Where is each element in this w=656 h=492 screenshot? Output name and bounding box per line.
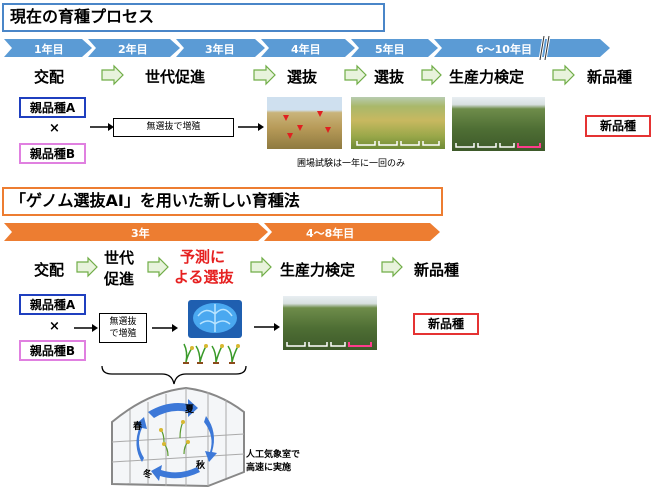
arrow-to-ai — [152, 324, 178, 332]
cross-symbol: × — [49, 121, 60, 136]
year-label-3: 3年目 — [205, 43, 235, 56]
timeline-arrow-3-years — [4, 223, 268, 241]
arrow-to-increase — [90, 123, 114, 131]
arrow-to-field — [238, 123, 264, 131]
cross-symbol-genome: × — [49, 319, 60, 334]
step-new-variety-genome: 新品種 — [414, 261, 460, 279]
new-variety-box-genome: 新品種 — [413, 313, 479, 335]
timeline-arrow-2 — [88, 39, 180, 57]
step-arrow — [421, 64, 442, 86]
step-yield-test: 生産力検定 — [449, 68, 525, 86]
parent-variety-a: 親品種A — [19, 97, 86, 118]
step-generation-advance: 世代促進 — [145, 68, 206, 86]
climate-chamber-note-2: 高速に実施 — [246, 463, 292, 473]
season-winter: 冬 — [143, 470, 153, 480]
plot-brackets — [455, 143, 541, 148]
no-selection-increase-box: 無選抜で増殖 — [113, 118, 234, 137]
no-selection-line-1: 無選抜 — [109, 317, 137, 327]
timeline-arrow-4 — [261, 39, 355, 57]
year-label-4-8-years: 4〜8年目 — [306, 227, 355, 240]
year-label-3-years: 3年 — [131, 227, 150, 240]
step-yield-test-genome: 生産力検定 — [280, 261, 356, 279]
no-selection-line-2: で増殖 — [109, 329, 137, 339]
parent-variety-a-genome: 親品種A — [19, 294, 86, 315]
step-generation-genome-2: 促進 — [104, 270, 135, 288]
step-cross-genome: 交配 — [34, 261, 65, 279]
year-label-4: 4年目 — [291, 43, 321, 56]
step-arrow — [101, 64, 124, 86]
plot-brackets — [356, 141, 440, 146]
timeline-arrow-5 — [351, 39, 438, 57]
timeline-arrow-4-8-years — [264, 223, 440, 241]
step-arrows-current — [101, 64, 575, 86]
climate-chamber-note-1: 人工気象室で — [246, 450, 301, 460]
step-selection-1: 選抜 — [287, 68, 318, 86]
selection-markers — [283, 111, 331, 139]
year-label-6: 6〜10年目 — [476, 43, 532, 56]
step-arrow — [76, 256, 98, 278]
field-trial-note: 圃場試験は一年に一回のみ — [297, 159, 406, 169]
greenhouse-illustration — [111, 386, 245, 488]
step-arrow — [253, 64, 276, 86]
step-new-variety: 新品種 — [587, 68, 633, 86]
step-prediction-selection-2: よる選抜 — [174, 268, 234, 286]
timeline-arrow-6 — [434, 39, 610, 57]
year-timeline-current — [4, 36, 610, 60]
step-arrow — [147, 256, 169, 278]
step-arrows-genome — [76, 256, 403, 278]
plot-brackets — [286, 342, 372, 347]
arrow-to-yield-test-genome — [254, 323, 280, 331]
generation-brace — [101, 365, 247, 385]
parent-variety-b-genome: 親品種B — [19, 340, 86, 361]
step-arrow — [552, 64, 575, 86]
year-label-2: 2年目 — [118, 43, 148, 56]
ai-brain-icon — [183, 300, 242, 364]
current-process-title: 現在の育種プロセス — [2, 3, 385, 32]
season-spring: 春 — [133, 422, 143, 432]
parent-variety-b: 親品種B — [19, 143, 86, 164]
season-summer: 夏 — [185, 405, 195, 415]
step-prediction-selection-1: 予測に — [180, 248, 226, 266]
season-autumn: 秋 — [196, 461, 206, 471]
year-timeline-genome — [4, 223, 440, 241]
year-label-5: 5年目 — [375, 43, 405, 56]
timeline-arrow-1 — [4, 39, 92, 57]
no-selection-increase-box-genome: 無選抜 で増殖 — [99, 313, 147, 343]
field-photo-yield-test — [452, 97, 545, 151]
step-generation-genome-1: 世代 — [104, 249, 135, 267]
field-photo-selection-2 — [351, 97, 445, 149]
step-arrow — [250, 256, 272, 278]
step-arrow — [344, 64, 367, 86]
field-photo-yield-test-genome — [283, 296, 377, 350]
field-photo-selection-1 — [267, 97, 342, 149]
step-arrow — [381, 256, 403, 278]
step-cross: 交配 — [34, 68, 65, 86]
step-selection-2: 選抜 — [374, 68, 405, 86]
new-variety-box-current: 新品種 — [585, 115, 651, 137]
genome-ai-title: 「ゲノム選抜AI」を用いた新しい育種法 — [2, 187, 443, 216]
timeline-arrow-3 — [176, 39, 265, 57]
arrow-to-increase-genome — [74, 324, 98, 332]
year-label-1: 1年目 — [34, 43, 64, 56]
